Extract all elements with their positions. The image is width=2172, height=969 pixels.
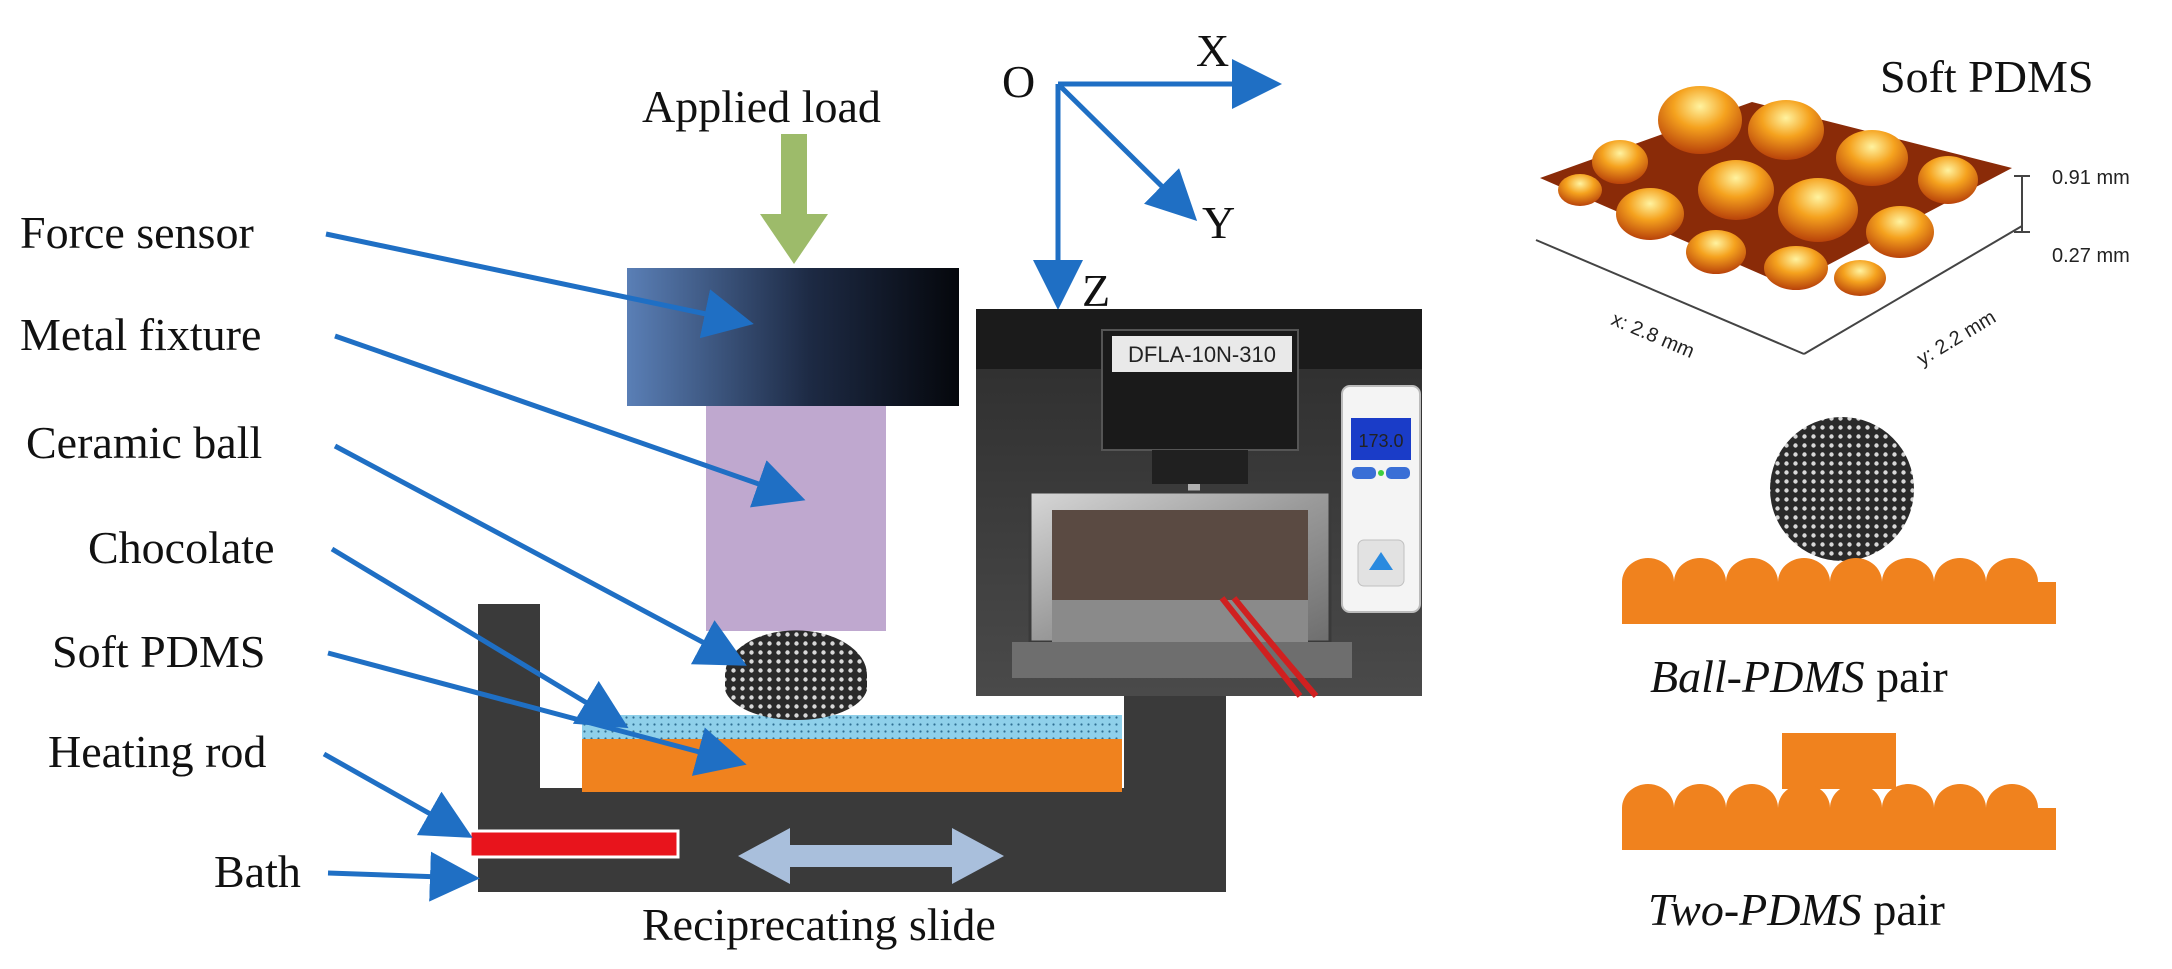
ceramic-ball-pointer bbox=[333, 443, 747, 666]
soft-pdms-layer bbox=[582, 739, 1122, 792]
metal-fixture-label: Metal fixture bbox=[20, 309, 261, 360]
metal-fixture-pointer bbox=[334, 333, 806, 508]
force-sensor bbox=[627, 268, 959, 406]
two-pdms-pair-label: Two-PDMS pair bbox=[1648, 884, 1945, 935]
apparatus-photo: DFLA-10N-310 173.0 bbox=[976, 309, 1422, 698]
surface-plot-title: Soft PDMS bbox=[1880, 51, 2093, 102]
bath-label: Bath bbox=[214, 846, 301, 897]
pair-pdms-substrate bbox=[1622, 582, 2056, 624]
pointer-arrows bbox=[322, 231, 806, 902]
axis-z-label: Z bbox=[1082, 265, 1110, 316]
coordinate-axes bbox=[1033, 59, 1282, 310]
bath-pointer bbox=[327, 851, 480, 902]
heating-rod-label: Heating rod bbox=[48, 726, 266, 777]
axis-x-label: X bbox=[1196, 25, 1229, 76]
ball-pdms-pair-label: Ball-PDMS pair bbox=[1650, 651, 1948, 702]
heating-rod-pointer bbox=[322, 751, 473, 838]
chocolate-label: Chocolate bbox=[88, 522, 275, 573]
metal-fixture bbox=[706, 406, 886, 631]
surface-plot-x-label: x: 2.8 mm bbox=[1608, 308, 1697, 363]
chocolate-layer bbox=[582, 715, 1122, 739]
axis-y-label: Y bbox=[1202, 197, 1235, 248]
ceramic-ball-label: Ceramic ball bbox=[26, 417, 262, 468]
photo-sensor-label: DFLA-10N-310 bbox=[1128, 342, 1276, 367]
photo-controller-display: 173.0 bbox=[1358, 431, 1403, 451]
applied-load-label: Applied load bbox=[642, 81, 881, 132]
chocolate-pointer bbox=[330, 546, 629, 729]
pair-pdms-bumps bbox=[1622, 558, 2038, 586]
pdms-surface-plot: Soft PDMS 0.91 mm 0.27 mm x: 2.8 mm bbox=[1535, 51, 2130, 370]
bath-assembly bbox=[468, 604, 1226, 892]
soft-pdms-label: Soft PDMS bbox=[52, 626, 265, 677]
surface-plot-y-label: y: 2.2 mm bbox=[1913, 306, 2000, 370]
reciprocating-slide-arrow bbox=[738, 828, 1004, 884]
pair-ceramic-ball bbox=[1770, 417, 1914, 561]
soft-pdms-pointer bbox=[327, 650, 747, 776]
reciprocating-slide-label: Reciprecating slide bbox=[642, 899, 996, 950]
y-axis bbox=[1056, 82, 1198, 222]
surface-plot-axes bbox=[1535, 175, 2030, 355]
surface-plot-z-top: 0.91 mm bbox=[2052, 167, 2130, 189]
surface-plot-peaks bbox=[1540, 86, 2012, 296]
surface-plot-z-bottom: 0.27 mm bbox=[2052, 245, 2130, 267]
applied-load-arrow bbox=[760, 134, 828, 264]
two-pdms-pair-diagram: Two-PDMS pair bbox=[1622, 733, 2056, 935]
pair2-pdms-substrate bbox=[1622, 808, 2056, 850]
pair-pdms-block bbox=[1782, 733, 1896, 789]
pair2-pdms-bumps bbox=[1622, 784, 2038, 812]
axis-origin-label: O bbox=[1002, 56, 1035, 107]
ceramic-ball bbox=[725, 630, 867, 721]
force-sensor-pointer bbox=[325, 231, 754, 339]
heating-rod bbox=[468, 829, 680, 859]
photo-sensor-tag bbox=[1112, 336, 1292, 372]
bath bbox=[478, 604, 1226, 892]
force-sensor-label: Force sensor bbox=[20, 207, 254, 258]
ball-pdms-pair-diagram: Ball-PDMS pair bbox=[1622, 417, 2056, 702]
